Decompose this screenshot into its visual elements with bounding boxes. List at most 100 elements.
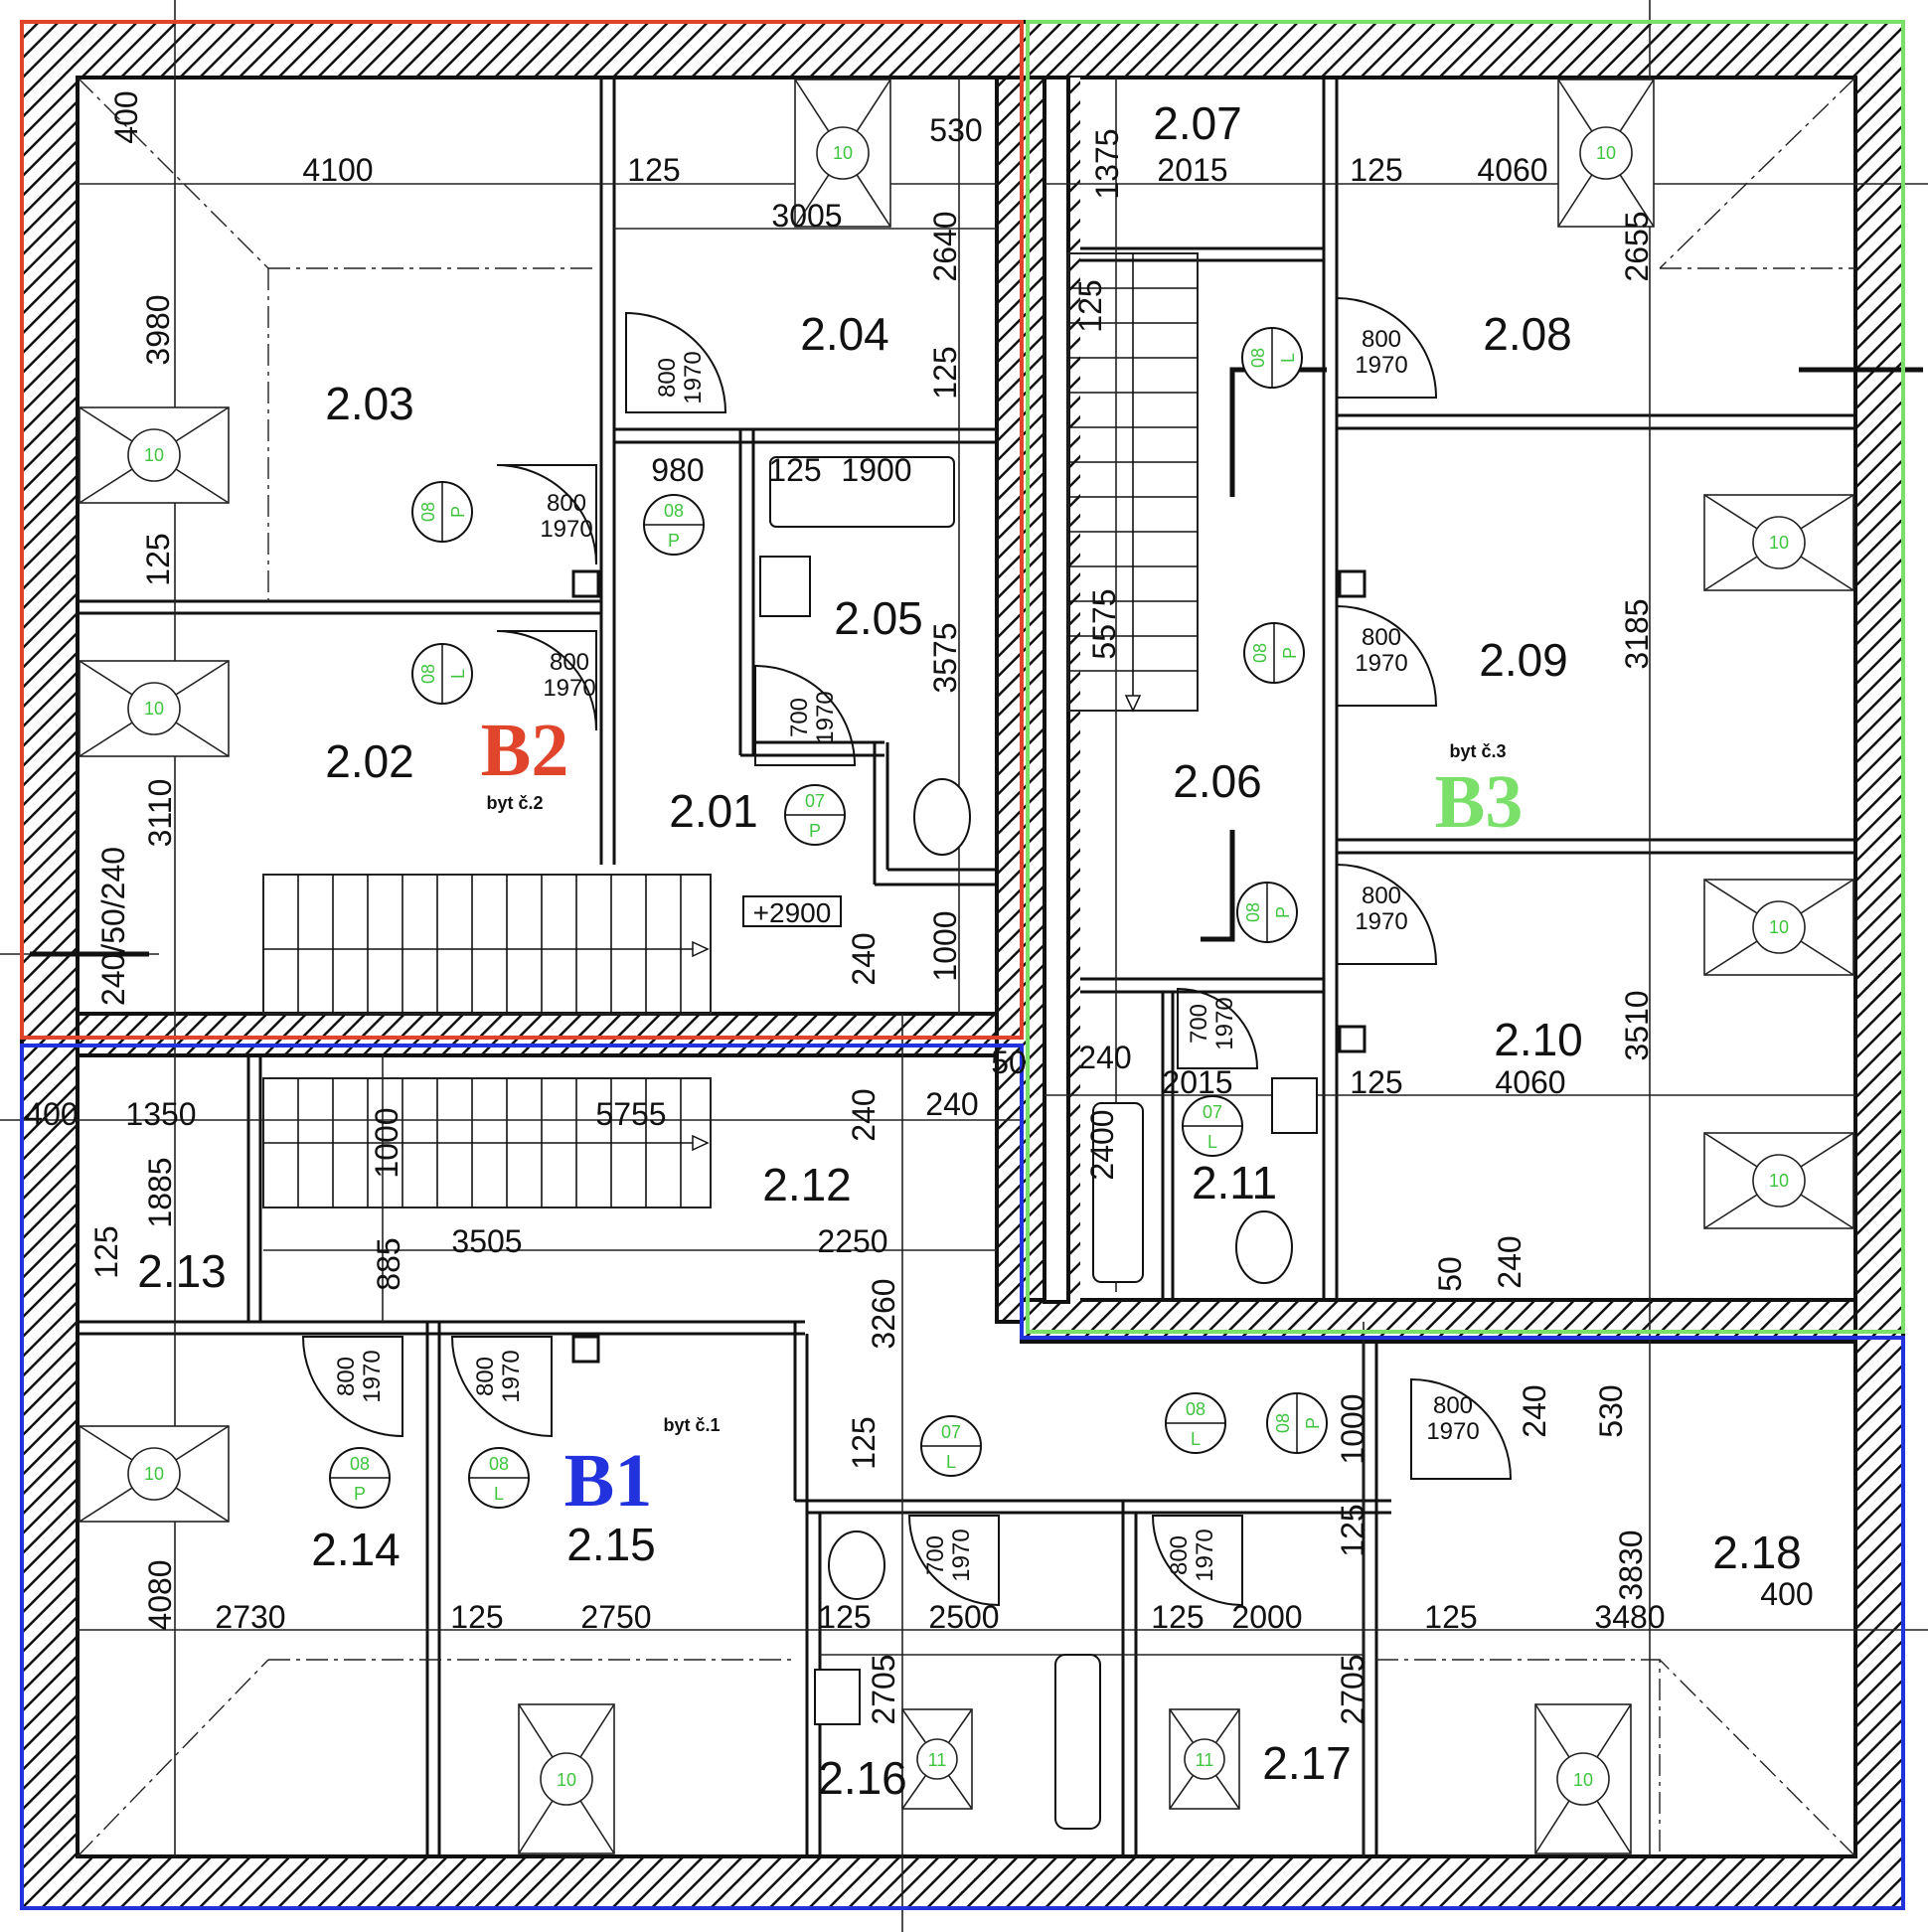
unit-b3-outline [1026,20,1905,1334]
skylight [518,1703,615,1854]
room-label-2-07: 2.07 [1153,97,1242,149]
dimension-label: 3980 [140,294,176,365]
dimension-label: 3260 [866,1278,901,1349]
dimension-label: 530 [1593,1384,1629,1437]
shower-tray [1092,1102,1144,1283]
fixture-side: L [448,669,468,679]
fixture-symbol: 07L [1182,1095,1243,1157]
svg-text:700: 700 [1186,1004,1212,1044]
fixture-symbol: 08 L [1241,327,1303,389]
svg-text:1970: 1970 [812,691,839,743]
dimension-label: 125 [1350,1064,1402,1100]
level-mark-value: +2900 [753,897,832,928]
staircase-b2 [262,874,712,1015]
dimension-label: 4060 [1495,1064,1565,1100]
fixture-side: L [494,1484,504,1504]
toilet [1235,1210,1293,1284]
skylight-code: 10 [557,1770,576,1790]
skylights [79,79,1854,1854]
dimension-label: 125 [450,1599,503,1635]
dimension-label: 125 [1350,152,1402,188]
svg-text:800: 800 [654,358,681,398]
roof-lines [77,77,1856,1857]
dimension-label: 2500 [928,1599,999,1635]
unit-labels: B2 byt č.2 B3 byt č.3 B1 byt č.1 [481,709,1524,1523]
dimension-label: 125 [1424,1599,1477,1635]
fixture-side: L [946,1452,956,1472]
svg-text:1970: 1970 [359,1350,386,1402]
dimension-label: 1885 [142,1157,178,1227]
fixture-side: P [1280,647,1300,659]
room-label-2-08: 2.08 [1483,308,1572,360]
dimension-label: 3505 [451,1223,522,1259]
unit-code-b3: B3 [1435,760,1524,844]
dimension-label: 125 [768,452,821,488]
skylight-code: 10 [1769,1171,1789,1191]
dimension-label: 125 [140,533,176,585]
fixture-code: 08 [489,1454,509,1474]
dimension-label: 2250 [817,1223,887,1259]
svg-text:800: 800 [1362,624,1401,651]
fixture-symbol: 08L [468,1447,530,1509]
room-label-2-09: 2.09 [1479,634,1568,686]
unit-code-b2: B2 [481,709,569,792]
svg-text:1970: 1970 [1355,352,1407,379]
dimension-label: 1000 [1335,1393,1370,1464]
dimension-label: 240 [1517,1384,1552,1437]
dimension-label: 5755 [595,1096,666,1132]
staircase-b1 [262,1077,712,1208]
dimension-label: 3510 [1619,990,1655,1060]
dimension-label: 3185 [1619,598,1655,669]
fixture-side: L [1278,353,1298,363]
dimension-label: 240 [846,932,882,985]
svg-text:1970: 1970 [498,1350,525,1402]
room-label-2-06: 2.06 [1173,755,1262,807]
dimension-label: 2015 [1162,1064,1232,1100]
partitions [78,78,1855,1856]
unit-b1-outline [20,1044,1905,1910]
dimension-label: 125 [846,1416,882,1469]
fixture-code: 07 [805,791,825,811]
room-label-2-12: 2.12 [762,1159,852,1210]
dimension-label: 400 [1760,1576,1813,1612]
fixture-code: 07 [1203,1102,1222,1122]
room-label-2-13: 2.13 [137,1245,227,1297]
dimension-label: 1000 [369,1107,404,1178]
dimension-label: 5575 [1086,588,1122,659]
svg-text:800: 800 [1362,883,1401,909]
washbasin [759,556,811,617]
dimension-label: 1375 [1089,128,1125,199]
fixture-symbol: 08P [643,494,705,556]
dimension-label: 125 [627,152,680,188]
fixture-side: P [1303,1417,1323,1429]
staircase-b3 [1067,252,1199,713]
skylight [901,1708,973,1810]
dimension-label: 4060 [1477,152,1547,188]
svg-text:800: 800 [1166,1535,1193,1575]
fixture-side: P [668,531,680,551]
inner-walls [76,76,1857,1344]
fixture-code: 08 [1248,348,1268,368]
skylight-code: 10 [1769,917,1789,937]
dimension-label: 3575 [927,622,963,693]
dimension-label: 3480 [1594,1599,1665,1635]
dimension-label: 3005 [771,198,842,234]
dimension-label: 2400 [1084,1109,1120,1180]
skylight-code: 10 [144,1464,164,1484]
svg-text:800: 800 [1433,1392,1473,1419]
svg-text:800: 800 [1362,326,1401,353]
svg-text:1970: 1970 [1211,997,1238,1049]
room-label-2-16: 2.16 [818,1752,907,1804]
bathtub [769,456,955,528]
